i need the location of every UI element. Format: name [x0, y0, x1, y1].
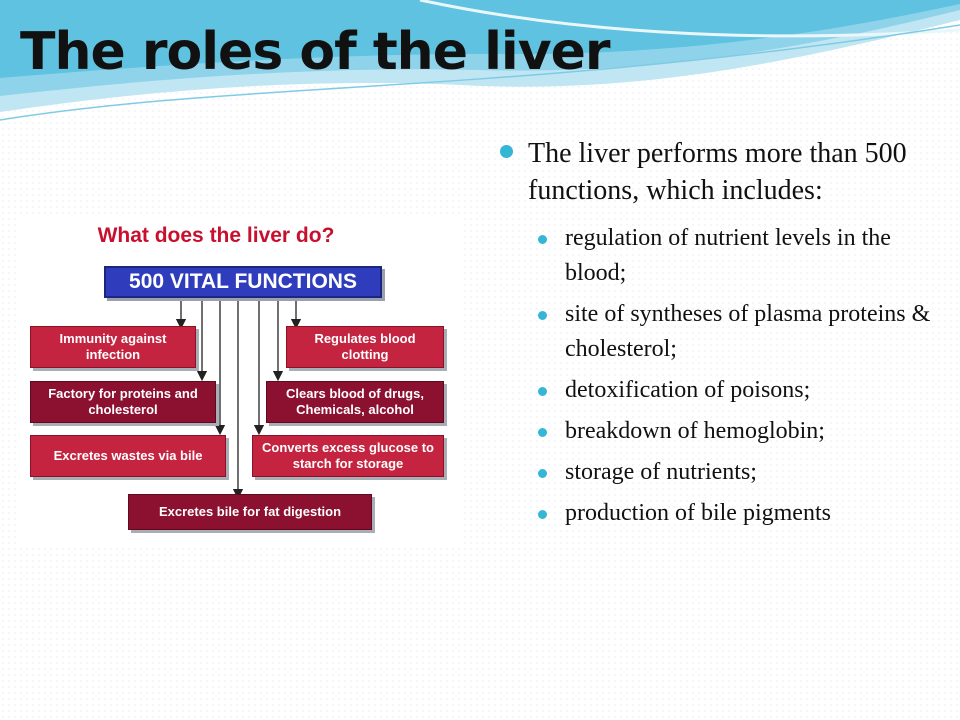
diagram-connector-lines	[175, 298, 302, 500]
function-box-protein-factory: Factory for proteins and cholesterol	[30, 381, 216, 423]
slide-title: The roles of the liver	[20, 22, 611, 82]
function-box-glucose-storage: Converts excess glucose to starch for st…	[252, 435, 444, 477]
sub-bullet-text: breakdown of hemoglobin;	[565, 418, 825, 444]
sub-bullet-item: regulation of nutrient levels in the blo…	[538, 221, 938, 291]
bullet-dot-icon	[538, 469, 547, 478]
diagram-heading: What does the liver do?	[97, 224, 335, 247]
bullet-list: The liver performs more than 500 functio…	[498, 135, 938, 537]
sub-bullet-list: regulation of nutrient levels in the blo…	[498, 221, 938, 531]
sub-bullet-item: production of bile pigments	[538, 496, 938, 531]
sub-bullet-text: site of syntheses of plasma proteins & c…	[565, 301, 931, 362]
bullet-dot-icon	[538, 311, 547, 320]
function-box-clotting: Regulates blood clotting	[286, 326, 444, 368]
function-box-immunity: Immunity against infection	[30, 326, 196, 368]
sub-bullet-item: site of syntheses of plasma proteins & c…	[538, 297, 938, 367]
function-box-excretes-wastes: Excretes wastes via bile	[30, 435, 226, 477]
sub-bullet-item: storage of nutrients;	[538, 455, 938, 490]
sub-bullet-text: storage of nutrients;	[565, 459, 757, 485]
sub-bullet-item: detoxification of poisons;	[538, 373, 938, 408]
sub-bullet-text: production of bile pigments	[565, 500, 831, 526]
sub-bullet-text: regulation of nutrient levels in the blo…	[565, 225, 891, 286]
bullet-dot-icon	[538, 510, 547, 519]
function-box-clears-blood: Clears blood of drugs, Chemicals, alcoho…	[266, 381, 444, 423]
bullet-dot-icon	[538, 428, 547, 437]
sub-bullet-item: breakdown of hemoglobin;	[538, 414, 938, 449]
bullet-intro-text: The liver performs more than 500 functio…	[528, 138, 907, 206]
bullet-dot-icon	[538, 235, 547, 244]
function-box-bile-digestion: Excretes bile for fat digestion	[128, 494, 372, 530]
bullet-dot-icon	[538, 387, 547, 396]
diagram-main-box: 500 VITAL FUNCTIONS	[104, 266, 382, 298]
decorative-wave	[0, 0, 960, 121]
liver-functions-diagram: What does the liver do? 500 VITAL FUNCTI…	[16, 214, 464, 544]
sub-bullet-text: detoxification of poisons;	[565, 377, 811, 403]
bullet-intro: The liver performs more than 500 functio…	[498, 135, 938, 209]
bullet-dot-icon	[500, 145, 513, 158]
